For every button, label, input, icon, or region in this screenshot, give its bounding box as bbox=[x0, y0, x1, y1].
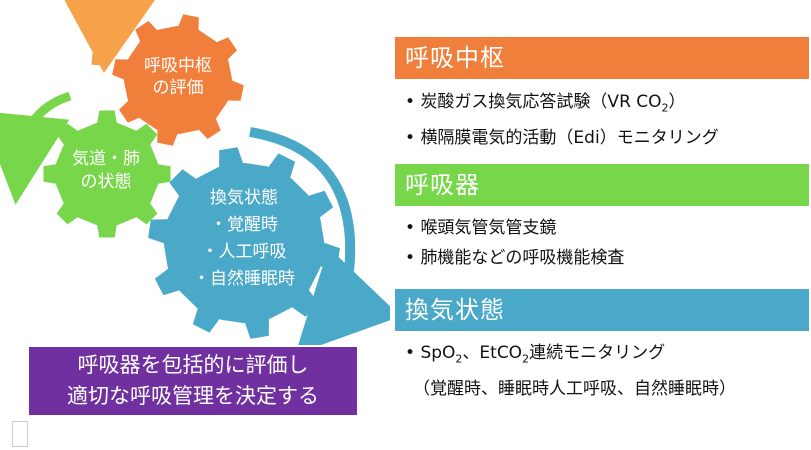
ventilation-title: 換気状態 bbox=[405, 296, 505, 324]
conclusion-box: 呼吸器を包括的に評価し 適切な呼吸管理を決定する bbox=[29, 347, 357, 415]
ventilation-gear-label-3: ・人工呼吸 bbox=[202, 242, 287, 262]
ventilation-gear-label-2: ・覚醒時 bbox=[210, 215, 278, 235]
subscript: 2 bbox=[522, 352, 530, 366]
subscript: 2 bbox=[455, 352, 463, 366]
respiratory-center-gear bbox=[112, 14, 244, 146]
green-cycle-arrow bbox=[0, 91, 72, 205]
conclusion-line-1: 呼吸器を包括的に評価し bbox=[77, 353, 309, 377]
ventilation-header: 換気状態 bbox=[395, 289, 809, 331]
respiratory-center-list: 炭酸ガス換気応答試験（VR CO2） 横隔膜電気的活動（Edi）モニタリング bbox=[405, 87, 719, 153]
respiratory-organ-header: 呼吸器 bbox=[395, 164, 809, 206]
list-item-text: 横隔膜電気的活動（Edi）モニタリング bbox=[420, 128, 719, 149]
ventilation-list: SpO2、EtCO2連続モニタリング （覚醒時、睡眠時人工呼吸、自然睡眠時） bbox=[405, 338, 736, 404]
respiratory-center-header: 呼吸中枢 bbox=[395, 37, 809, 79]
ventilation-gear-label-4: ・自然睡眠時 bbox=[193, 269, 295, 289]
gear-diagram: 呼吸中枢 の評価 気道・肺 の状態 換気状態 ・覚醒時 ・人工呼吸 ・自然睡眠時 bbox=[0, 0, 390, 345]
ventilation-gear bbox=[148, 147, 340, 339]
list-item: 炭酸ガス換気応答試験（VR CO2） bbox=[405, 87, 719, 123]
list-item: （覚醒時、睡眠時人工呼吸、自然睡眠時） bbox=[405, 374, 736, 404]
list-item-text: SpO bbox=[420, 343, 456, 363]
gear-blue-shape bbox=[148, 147, 340, 339]
list-item-tail: ） bbox=[668, 92, 686, 112]
list-item: SpO2、EtCO2連続モニタリング bbox=[405, 338, 736, 374]
list-item: 肺機能などの呼吸機能検査 bbox=[405, 243, 624, 273]
gear-orange-shape bbox=[112, 14, 244, 146]
airway-lung-gear-label-2: の状態 bbox=[81, 172, 132, 192]
airway-lung-gear bbox=[43, 110, 171, 238]
list-item-text: 連続モニタリング bbox=[529, 343, 666, 363]
respiratory-center-gear-label-1: 呼吸中枢 bbox=[144, 56, 212, 76]
subscript: 2 bbox=[661, 101, 669, 115]
blue-cycle-arrow bbox=[249, 127, 390, 345]
list-item-text: 肺機能などの呼吸機能検査 bbox=[420, 248, 625, 268]
orange-cycle-arrow bbox=[60, 0, 162, 74]
conclusion-line-2: 適切な呼吸管理を決定する bbox=[67, 384, 319, 408]
airway-lung-gear-label-1: 気道・肺 bbox=[72, 149, 140, 169]
list-item-text: 喉頭気管気管支鏡 bbox=[420, 218, 557, 238]
gear-green-shape bbox=[43, 110, 171, 238]
list-item: 喉頭気管気管支鏡 bbox=[405, 213, 624, 243]
list-item-text: 炭酸ガス換気応答試験（VR CO bbox=[420, 92, 662, 112]
respiratory-organ-list: 喉頭気管気管支鏡 肺機能などの呼吸機能検査 bbox=[405, 213, 624, 273]
list-item: 横隔膜電気的活動（Edi）モニタリング bbox=[405, 123, 719, 153]
list-item-text: （覚醒時、睡眠時人工呼吸、自然睡眠時） bbox=[413, 379, 736, 400]
page-marker bbox=[12, 421, 28, 447]
ventilation-gear-label-1: 換気状態 bbox=[210, 188, 278, 208]
respiratory-center-gear-label-2: の評価 bbox=[153, 78, 204, 98]
list-item-text: 、EtCO bbox=[462, 343, 523, 363]
respiratory-organ-title: 呼吸器 bbox=[405, 171, 480, 199]
respiratory-center-title: 呼吸中枢 bbox=[405, 44, 505, 72]
